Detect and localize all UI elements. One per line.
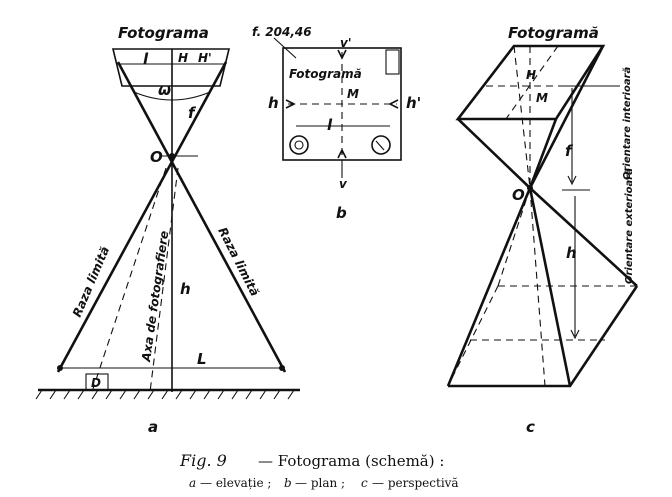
perspective-bottom-right-edge	[529, 187, 638, 287]
plan-mark-right: h'	[406, 94, 421, 112]
plan-panel-letter: b	[336, 204, 347, 222]
elevation-ground-point-left	[57, 365, 63, 371]
elevation-height-label: h	[180, 280, 191, 298]
elevation-mark-h: H	[178, 51, 188, 65]
perspective-top-back-right	[528, 45, 605, 189]
perspective-top-diag	[505, 45, 559, 120]
plan-mark-bottom: v	[339, 177, 348, 191]
plan-center-label: M	[347, 87, 359, 101]
caption-sub-c-text: — perspectivă	[372, 476, 459, 490]
perspective-mark-h: H	[526, 68, 536, 82]
perspective-bottom-left-edge	[446, 187, 532, 387]
plan-mark-left: h	[268, 94, 279, 112]
plan-panel: f. 204,46 v' Fotogramă M h h' l v b	[252, 25, 421, 222]
plan-frame-number: f. 204,46	[252, 25, 312, 39]
elevation-angle-label: ω	[158, 81, 171, 99]
perspective-panel-letter: c	[526, 418, 535, 436]
perspective-top-front-right	[528, 118, 558, 189]
elevation-photo-axis	[91, 167, 167, 393]
perspective-focal-label: f	[565, 142, 574, 160]
perspective-bottom-back-edge	[497, 187, 531, 287]
caption-sub-a-text: — elevație ;	[200, 476, 271, 490]
elevation-panel-letter: a	[148, 418, 158, 436]
caption-fig-label: Fig. 9	[179, 451, 227, 470]
elevation-center-label: O	[150, 148, 163, 166]
figure-caption: Fig. 9 — Fotograma (schemă) : a — elevaț…	[179, 451, 459, 490]
plan-number-leader	[273, 37, 297, 59]
elevation-ground-hatch	[35, 389, 295, 400]
perspective-panel: Fotogramă H M f O h Orientare interioară…	[446, 24, 639, 436]
perspective-interior-label: Orientare interioară	[622, 66, 633, 180]
caption-sub-a-letter: a	[189, 476, 196, 490]
elevation-frame	[111, 48, 231, 87]
elevation-right-ray	[56, 61, 228, 373]
plan-fiducial-right-stroke	[375, 140, 385, 151]
caption-sub-c-letter: c	[361, 476, 368, 490]
perspective-focal-arrow	[567, 175, 577, 186]
plan-mark-top: v'	[340, 36, 352, 50]
perspective-origin-label: O	[512, 186, 525, 204]
elevation-focal-label: f	[188, 104, 197, 122]
perspective-bottom-front-edge	[528, 187, 572, 387]
elevation-ground-width-label: L	[197, 350, 207, 368]
perspective-height-label: h	[566, 244, 577, 262]
perspective-title: Fotogramă	[508, 24, 599, 42]
perspective-exterior-label: Orientare exterioară	[624, 168, 635, 284]
plan-top-mark	[337, 49, 347, 60]
plan-fiducial-left	[289, 135, 309, 155]
plan-right-mark	[388, 99, 399, 109]
perspective-height-arrow	[570, 329, 580, 340]
perspective-bottom-axis	[529, 187, 546, 387]
elevation-mark-h-prime: H'	[198, 51, 212, 65]
elevation-base-label: D	[91, 376, 101, 390]
elevation-axis-label: Axa de fotografiere	[139, 230, 171, 364]
caption-title: — Fotograma (schemă) :	[258, 452, 444, 470]
perspective-ground-plane	[448, 285, 639, 388]
caption-sub-b-letter: b	[284, 476, 292, 490]
elevation-frame-width-label: l	[143, 50, 149, 68]
plan-width-label: l	[327, 116, 333, 134]
perspective-ground-back-left	[447, 285, 499, 387]
elevation-angle-arc	[133, 91, 211, 101]
elevation-center-point	[169, 153, 175, 159]
elevation-ground-point-right	[279, 365, 285, 371]
plan-fiducial-right	[371, 135, 391, 155]
plan-left-mark	[285, 99, 296, 109]
elevation-panel: Fotograma l H H' ω f O h L D Raza limită…	[35, 24, 300, 436]
perspective-origin-point	[527, 185, 533, 191]
plan-corner-mark	[385, 49, 400, 75]
caption-sub-b-text: — plan ;	[295, 476, 345, 490]
perspective-center-label: M	[536, 91, 548, 105]
elevation-base-box	[85, 373, 109, 391]
elevation-left-ray	[116, 61, 287, 373]
plan-title: Fotogramă	[289, 67, 362, 81]
plan-fiducial-left-inner	[294, 140, 304, 150]
elevation-photo-axis-2	[149, 167, 179, 393]
perspective-top-front-left	[457, 118, 531, 189]
plan-bottom-mark	[337, 148, 347, 159]
elevation-title: Fotograma	[118, 24, 209, 42]
